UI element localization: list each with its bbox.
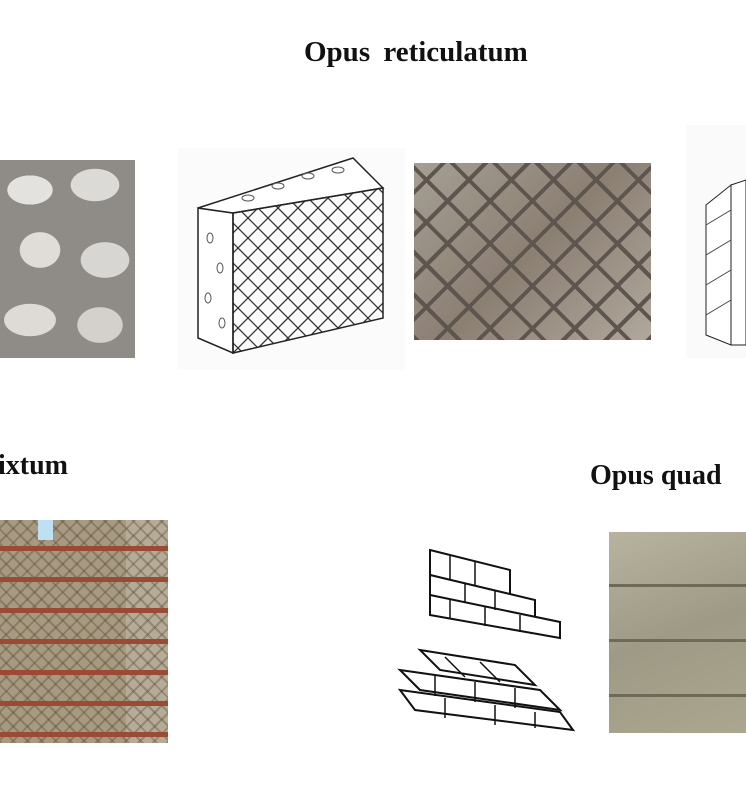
sky-gap bbox=[38, 520, 53, 540]
opus-mixtum-photo bbox=[0, 520, 168, 743]
wall-section-drawing bbox=[686, 125, 746, 358]
opus-quadratum-photo bbox=[609, 532, 746, 733]
net-line bbox=[237, 188, 383, 353]
net-line bbox=[277, 188, 383, 353]
net-line bbox=[377, 188, 383, 353]
net-line bbox=[233, 188, 383, 353]
brick-courses-drawing-top bbox=[420, 540, 562, 640]
net-line bbox=[233, 188, 383, 353]
net-line bbox=[233, 188, 379, 353]
net-line bbox=[178, 148, 198, 368]
net-line bbox=[233, 188, 359, 353]
opus-reticulatum-photo bbox=[414, 163, 651, 340]
net-line bbox=[233, 188, 279, 353]
net-line bbox=[398, 148, 405, 368]
net-line bbox=[398, 148, 405, 368]
opus-reticulatum-drawing bbox=[178, 148, 405, 370]
net-line bbox=[233, 188, 299, 353]
net-line bbox=[233, 188, 383, 353]
title-opus-reticulatum: Opus reticulatum bbox=[304, 36, 528, 68]
net-line bbox=[257, 188, 383, 353]
net-line bbox=[233, 188, 319, 353]
title-opus-quadratum: Opus quad bbox=[590, 460, 722, 491]
net-line bbox=[178, 148, 198, 368]
title-opus-mixtum: ixtum bbox=[0, 450, 68, 481]
opus-incertum-photo bbox=[0, 160, 135, 358]
net-line bbox=[233, 188, 339, 353]
brick-courses-drawing-bottom bbox=[395, 640, 576, 737]
net-line bbox=[377, 188, 383, 353]
